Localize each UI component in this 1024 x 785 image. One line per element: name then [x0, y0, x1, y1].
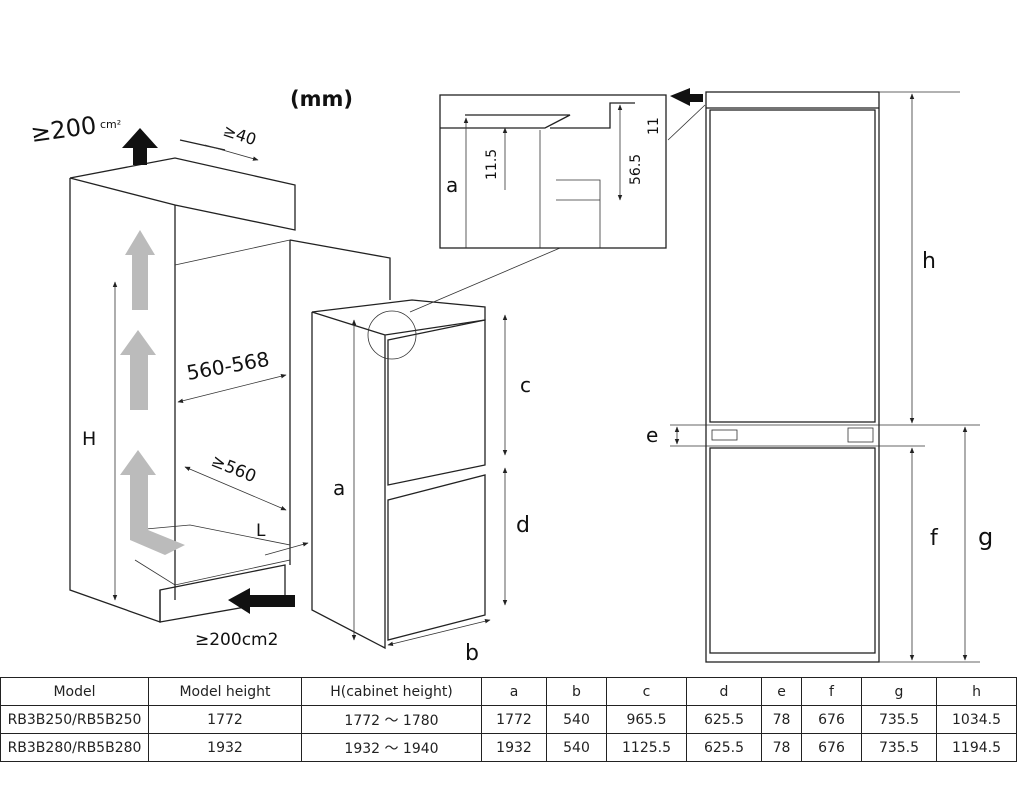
top-vent-unit: cm² — [100, 118, 121, 131]
header-cell: e — [761, 677, 802, 706]
cell: RB3B280/RB5B280 — [0, 733, 149, 762]
b-label: b — [465, 641, 479, 666]
bottom-vent-label: ≥200cm2 — [195, 630, 278, 650]
detail-a-label: a — [446, 173, 458, 197]
f-label: f — [930, 526, 939, 551]
cell: 78 — [761, 705, 802, 734]
installation-diagram: (mm) ≥200 cm² ≥40 560-568 ≥560 L H ≥200c… — [29, 87, 993, 666]
top-vent-label: ≥200 — [29, 111, 98, 148]
width-range-label: 560-568 — [185, 347, 271, 385]
cell: 676 — [801, 733, 862, 762]
table-row: RB3B250/RB5B250 1772 1772 ～ 1780 1772 54… — [0, 705, 1017, 734]
header-cell: g — [861, 677, 937, 706]
cell: 540 — [546, 733, 607, 762]
h-label: h — [922, 249, 936, 274]
c-label: c — [520, 373, 531, 397]
cell: 540 — [546, 705, 607, 734]
cell: 1772 ～ 1780 — [301, 705, 482, 734]
cell: 1932 — [481, 733, 547, 762]
cell: 735.5 — [861, 733, 937, 762]
header-cell: Model height — [148, 677, 302, 706]
cell: RB3B250/RB5B250 — [0, 705, 149, 734]
cell: 965.5 — [606, 705, 687, 734]
e-label: e — [646, 423, 658, 447]
cell: 78 — [761, 733, 802, 762]
H-label: H — [82, 428, 96, 450]
cell: 676 — [801, 705, 862, 734]
airflow-arrow-icon — [120, 450, 185, 555]
cell: 1772 — [481, 705, 547, 734]
cell: 735.5 — [861, 705, 937, 734]
vent-up-arrow-icon — [122, 128, 158, 165]
table-header-row: Model Model height H(cabinet height) a b… — [0, 677, 1017, 706]
header-cell: H(cabinet height) — [301, 677, 482, 706]
front-elevation — [670, 88, 980, 663]
cell: 1932 ～ 1940 — [301, 733, 482, 762]
header-cell: c — [606, 677, 687, 706]
header-cell: b — [546, 677, 607, 706]
header-cell: a — [481, 677, 547, 706]
top-gap-label: ≥40 — [221, 121, 259, 150]
depth-label: ≥560 — [208, 451, 259, 487]
units-label: (mm) — [290, 87, 353, 111]
L-label: L — [256, 521, 266, 541]
cell: 1932 — [148, 733, 302, 762]
cell: 625.5 — [686, 733, 762, 762]
cabinet-drawing — [69, 128, 391, 623]
detail-inset — [439, 94, 667, 249]
cell: 1772 — [148, 705, 302, 734]
detail-11-5-label: 11.5 — [484, 149, 500, 180]
detail-11-label: 11 — [646, 117, 662, 135]
header-cell: d — [686, 677, 762, 706]
airflow-arrow-icon — [125, 230, 155, 310]
table-row: RB3B280/RB5B280 1932 1932 ～ 1940 1932 54… — [0, 733, 1017, 762]
header-cell: h — [936, 677, 1017, 706]
cell: 625.5 — [686, 705, 762, 734]
d-label: d — [516, 513, 530, 538]
dimension-table: Model Model height H(cabinet height) a b… — [0, 677, 1017, 762]
fridge-drawing — [311, 247, 561, 650]
vent-in-arrow-icon — [228, 588, 295, 614]
detail-56-5-label: 56.5 — [628, 154, 644, 185]
cell: 1125.5 — [606, 733, 687, 762]
cell: 1194.5 — [936, 733, 1017, 762]
cell: 1034.5 — [936, 705, 1017, 734]
airflow-arrow-icon — [120, 330, 156, 410]
a-label: a — [333, 476, 345, 500]
g-label: g — [978, 523, 993, 551]
header-cell: f — [801, 677, 862, 706]
header-cell: Model — [0, 677, 149, 706]
pointer-arrow-icon — [670, 88, 703, 106]
